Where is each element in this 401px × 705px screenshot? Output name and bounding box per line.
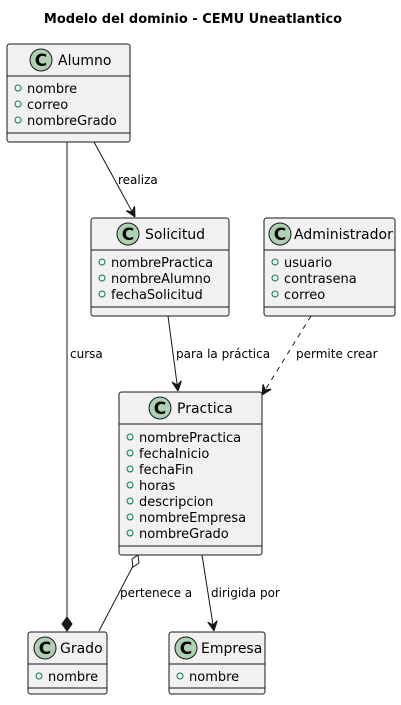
attr-descripcion: descripcion [139, 495, 213, 510]
class-name-alumno: Alumno [58, 53, 111, 69]
edge-label-dirigida-por: dirigida por [211, 586, 280, 600]
attr-fechaSolicitud: fechaSolicitud [111, 288, 203, 303]
attr-contrasena: contrasena [284, 272, 357, 287]
attr-nombreGrado: nombreGrado [27, 114, 117, 129]
class-practica: C Practica nombrePractica fechaInicio fe… [118, 391, 263, 556]
class-attrs-alumno: nombre correo nombreGrado [14, 82, 117, 129]
edge-practica-grado: pertenece a [98, 554, 192, 632]
edge-label-para-la-practica: para la práctica [176, 347, 270, 361]
class-icon: C [122, 225, 134, 245]
edge-alumno-solicitud: realiza [93, 141, 158, 217]
attr-horas: horas [139, 479, 176, 494]
class-alumno: C Alumno nombre correo nombreGrado [6, 43, 131, 143]
attr-fechaFin: fechaFin [139, 463, 193, 478]
attr-nombrePractica: nombrePractica [111, 256, 213, 271]
attr-nombreGrado: nombreGrado [139, 527, 229, 542]
edge-alumno-grado: cursa [61, 142, 103, 632]
class-name-empresa: Empresa [201, 641, 262, 657]
class-administrador: C Administrador usuario contrasena corre… [263, 217, 396, 317]
class-empresa: C Empresa nombre [168, 631, 266, 695]
attr-usuario: usuario [284, 256, 332, 271]
attr-nombrePractica: nombrePractica [139, 431, 241, 446]
edge-label-pertenece-a: pertenece a [120, 586, 192, 600]
composition-diamond [61, 616, 73, 632]
class-icon: C [154, 399, 166, 419]
class-icon: C [35, 51, 47, 71]
edge-solicitud-practica: para la práctica [167, 315, 270, 391]
class-attrs-administrador: usuario contrasena correo [271, 256, 357, 303]
class-name-grado: Grado [60, 641, 103, 657]
class-icon: C [180, 639, 192, 659]
class-attrs-solicitud: nombrePractica nombreAlumno fechaSolicit… [98, 256, 213, 303]
class-solicitud: C Solicitud nombrePractica nombreAlumno … [90, 217, 230, 317]
class-name-solicitud: Solicitud [145, 227, 205, 243]
class-name-administrador: Administrador [294, 227, 393, 243]
edge-label-realiza: realiza [118, 173, 158, 187]
attr-fechaInicio: fechaInicio [139, 447, 209, 462]
attr-nombre: nombre [189, 670, 239, 685]
class-icon: C [39, 639, 51, 659]
class-grado: C Grado nombre [27, 631, 108, 695]
attr-correo: correo [27, 98, 68, 113]
class-name-practica: Practica [177, 401, 233, 417]
attr-nombreAlumno: nombreAlumno [111, 272, 211, 287]
attr-correo: correo [284, 288, 325, 303]
attr-nombreEmpresa: nombreEmpresa [139, 511, 246, 526]
diagram-title: Modelo del dominio - CEMU Uneatlantico [44, 12, 342, 27]
class-attrs-grado: nombre [35, 670, 98, 685]
edge-label-permite-crear: permite crear [296, 347, 378, 361]
class-attrs-practica: nombrePractica fechaInicio fechaFin hora… [126, 431, 246, 542]
attr-nombre: nombre [27, 82, 77, 97]
aggregation-diamond [131, 554, 140, 568]
edge-administrador-practica: permite crear [262, 315, 378, 395]
class-attrs-empresa: nombre [176, 670, 239, 685]
attr-nombre: nombre [48, 670, 98, 685]
class-icon: C [274, 225, 286, 245]
edge-practica-empresa: dirigida por [201, 554, 280, 631]
edge-label-cursa: cursa [70, 347, 103, 361]
